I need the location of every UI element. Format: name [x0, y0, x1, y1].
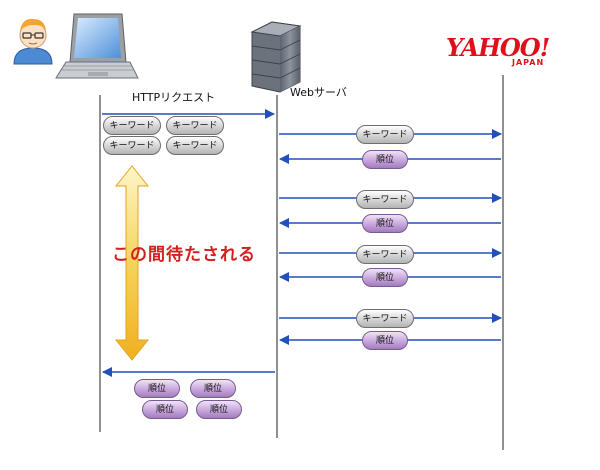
- response-rank-pill: 順位: [362, 150, 408, 169]
- yahoo-logo: YAHOO!: [446, 33, 550, 62]
- client-rank-pill: 順位: [134, 379, 180, 398]
- client-keyword-pill: キーワード: [166, 136, 224, 155]
- wait-double-arrow: [114, 165, 150, 361]
- client-rank-pill: 順位: [190, 379, 236, 398]
- response-rank-pill: 順位: [362, 331, 408, 350]
- web-server-label: Webサーバ: [290, 86, 347, 99]
- laptop-icon: [55, 13, 139, 79]
- yahoo-japan-logo: JAPAN: [512, 58, 545, 67]
- response-rank-pill: 順位: [362, 268, 408, 287]
- request-keyword-pill: キーワード: [356, 125, 414, 144]
- client-keyword-pill: キーワード: [103, 116, 161, 135]
- client-rank-pill: 順位: [142, 400, 188, 419]
- request-keyword-pill: キーワード: [356, 245, 414, 264]
- request-keyword-pill: キーワード: [356, 190, 414, 209]
- http-request-label: HTTPリクエスト: [132, 91, 216, 104]
- client-keyword-pill: キーワード: [103, 136, 161, 155]
- user-icon: [13, 18, 53, 65]
- response-rank-pill: 順位: [362, 214, 408, 233]
- server-icon: [250, 21, 302, 93]
- client-keyword-pill: キーワード: [166, 116, 224, 135]
- request-keyword-pill: キーワード: [356, 309, 414, 328]
- client-rank-pill: 順位: [196, 400, 242, 419]
- wait-annotation: この間待たされる: [112, 245, 256, 265]
